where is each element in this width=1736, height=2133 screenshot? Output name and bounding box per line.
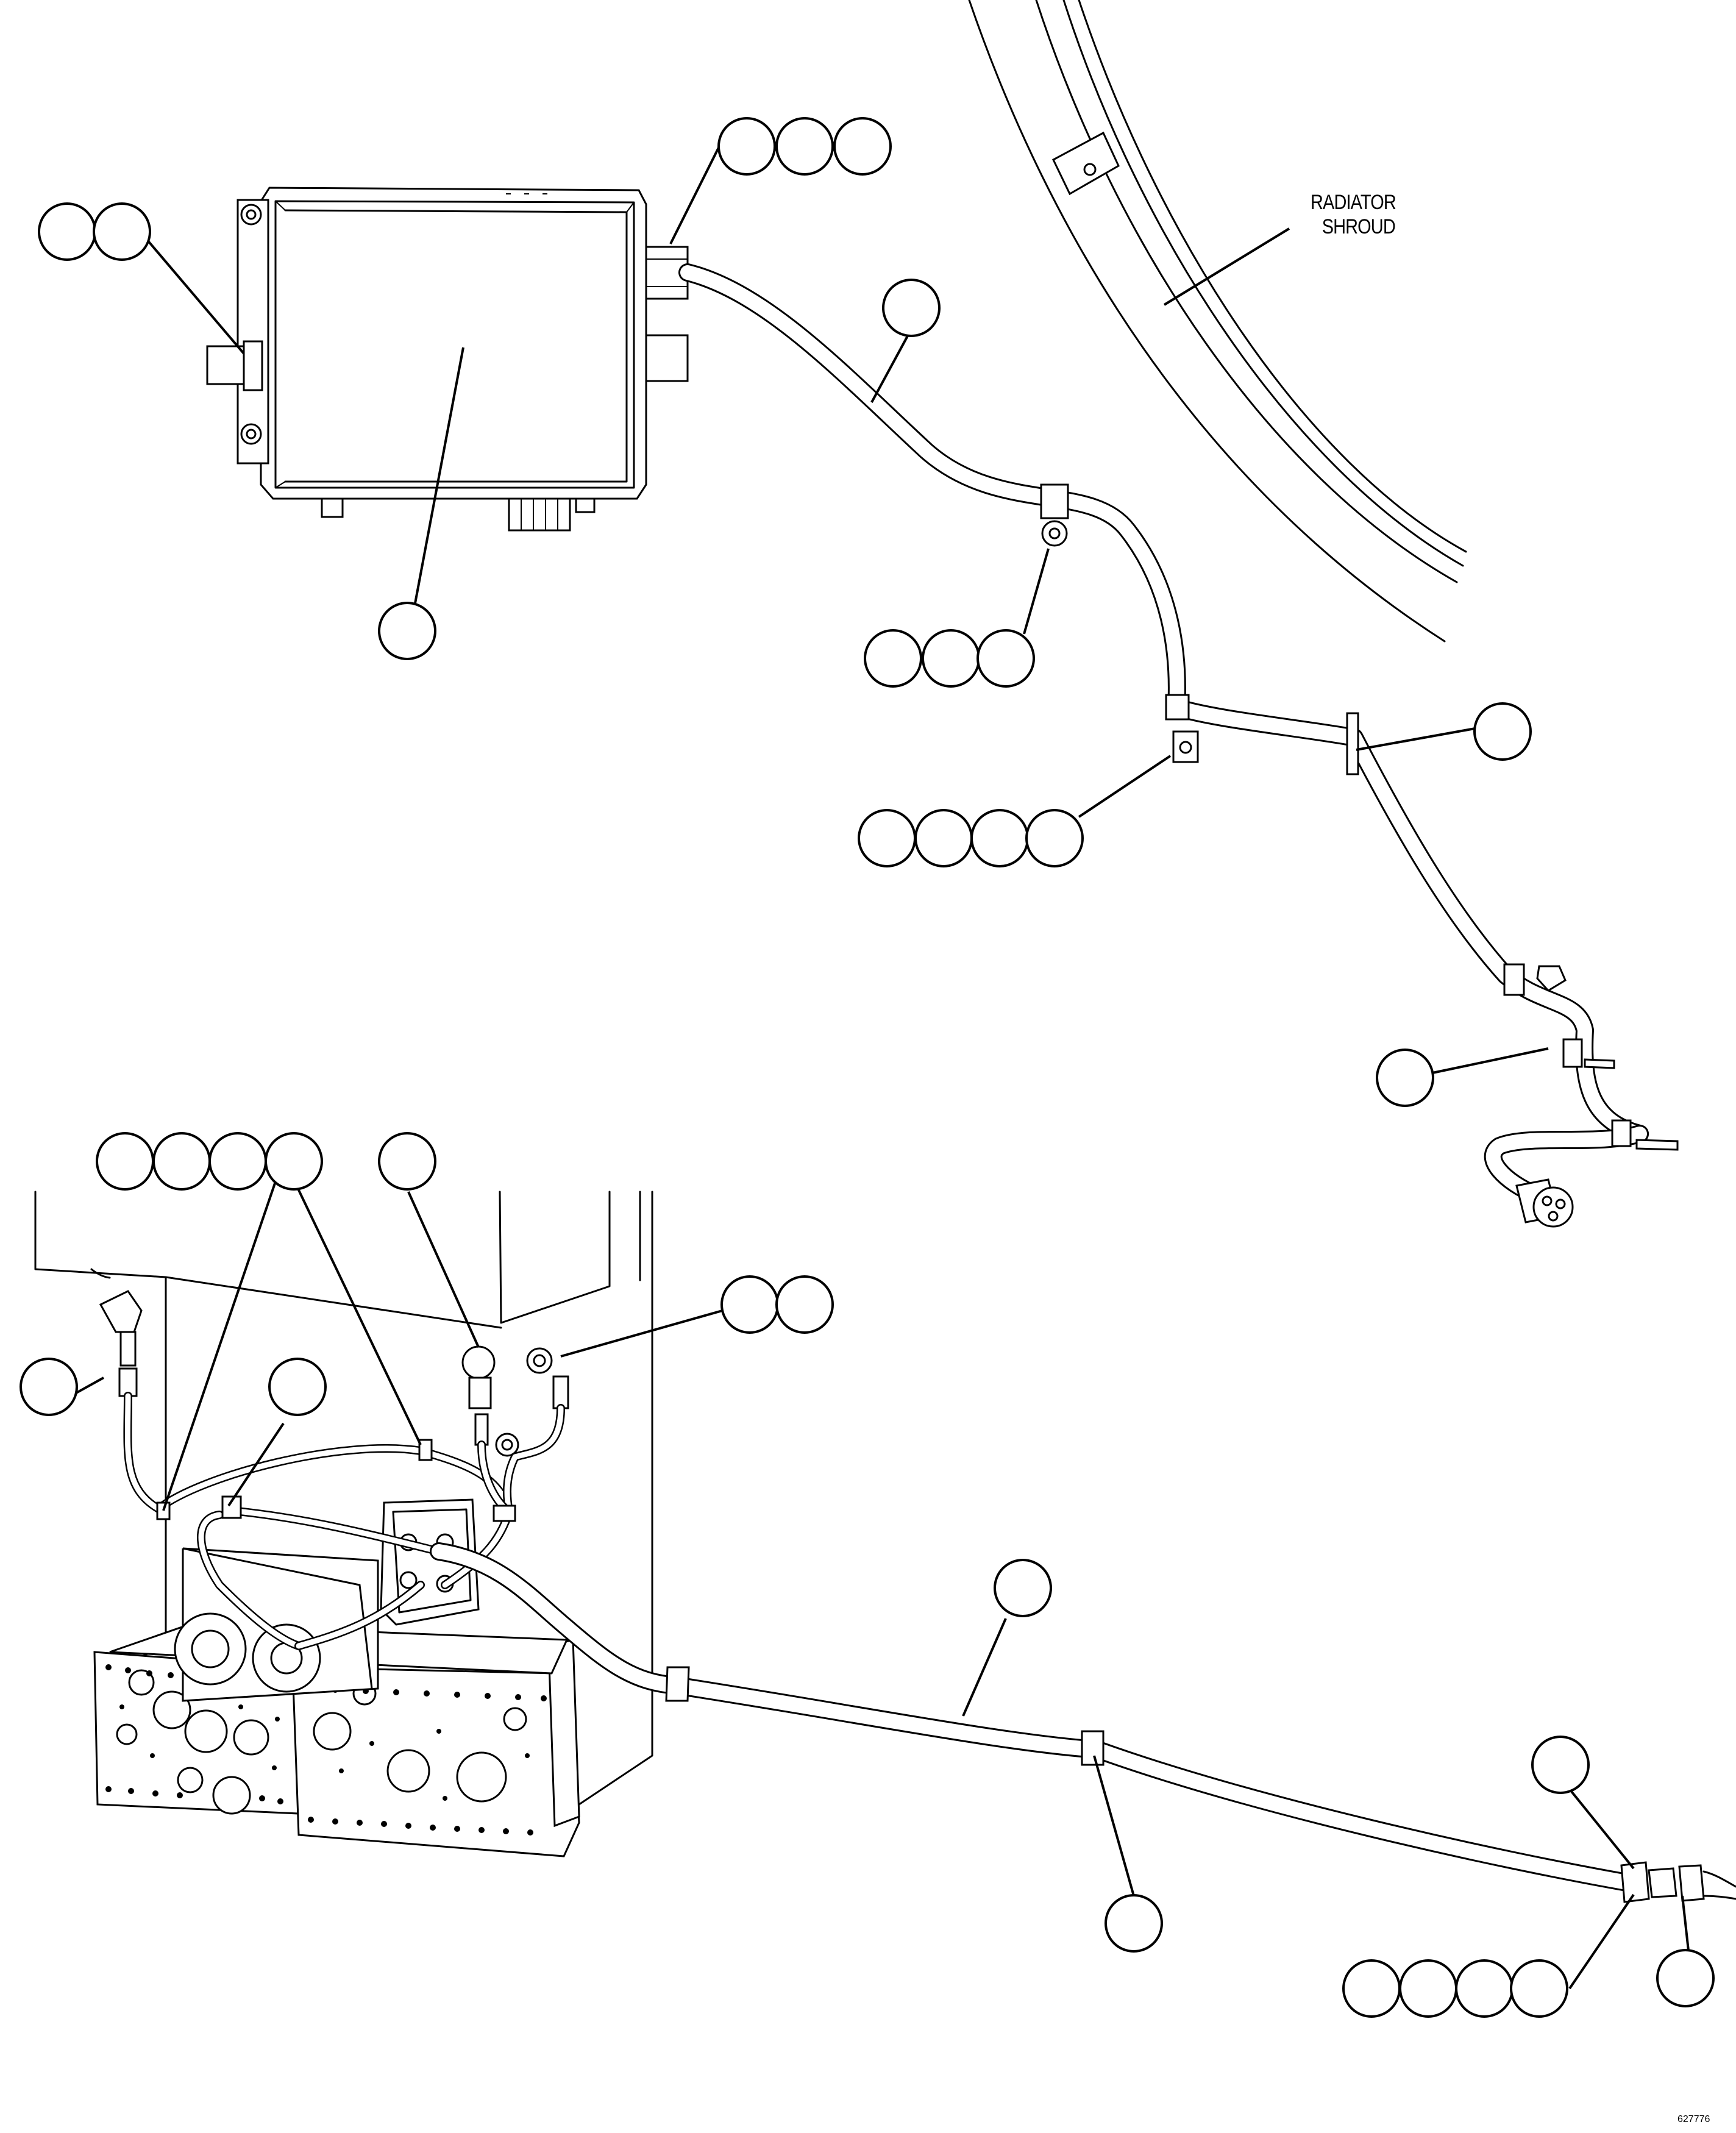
callout-bubble: [970, 809, 1029, 867]
callout-bubble: [1531, 1736, 1590, 1794]
figure-code: 627776: [1677, 2114, 1710, 2124]
radiator-shroud: [968, 0, 1467, 643]
callout-bubble: [93, 202, 151, 261]
callout-bubble: [994, 1559, 1052, 1617]
callout-bubble: [775, 117, 834, 176]
callout-bubble: [96, 1132, 154, 1191]
callout-bubble: [1656, 1949, 1715, 2007]
manifold-bolts: [105, 1664, 547, 1836]
callout-bubble: [1376, 1049, 1434, 1107]
callout-bubble: [268, 1358, 327, 1416]
callout-bubble: [1025, 809, 1084, 867]
sensor-wiring: [123, 1392, 565, 1650]
callout-bubble: [1510, 1959, 1568, 2018]
callout-bubble: [1473, 702, 1532, 761]
callout-bubble: [864, 629, 922, 688]
callout-bubble: [1399, 1959, 1457, 2018]
leader-lines: [48, 146, 1690, 1990]
callout-bubble: [717, 117, 776, 176]
callout-bubble: [720, 1275, 779, 1334]
callout-bubble: [1105, 1894, 1163, 1953]
callout-bubble: [976, 629, 1035, 688]
callout-bubble: [38, 202, 96, 261]
callout-bubble: [833, 117, 892, 176]
callout-bubble: [378, 602, 436, 660]
radiator-shroud-label-line1: RADIATOR: [1311, 191, 1396, 214]
callout-bubble: [858, 809, 916, 867]
callout-bubble: [378, 1132, 436, 1191]
callout-bubbles: [20, 117, 1715, 2018]
control-box: [206, 187, 689, 532]
radiator-shroud-label: RADIATOR SHROUD: [1311, 190, 1396, 239]
callout-bubble: [914, 809, 973, 867]
callout-bubble: [882, 279, 941, 337]
frame-panel: [34, 1191, 653, 1818]
callout-bubble: [265, 1132, 323, 1191]
sensors: [99, 1290, 569, 1457]
callout-bubble: [208, 1132, 267, 1191]
solenoids: [174, 1547, 379, 1702]
lower-hose: [430, 1542, 1736, 1903]
callout-bubble: [20, 1358, 78, 1416]
radiator-shroud-label-line2: SHROUD: [1322, 215, 1396, 238]
callout-bubble: [922, 629, 980, 688]
callout-bubble: [775, 1275, 834, 1334]
callout-bubble: [152, 1132, 211, 1191]
upper-hose: [678, 263, 1679, 1228]
callout-bubble: [1342, 1959, 1401, 2018]
callout-bubble: [1455, 1959, 1514, 2018]
